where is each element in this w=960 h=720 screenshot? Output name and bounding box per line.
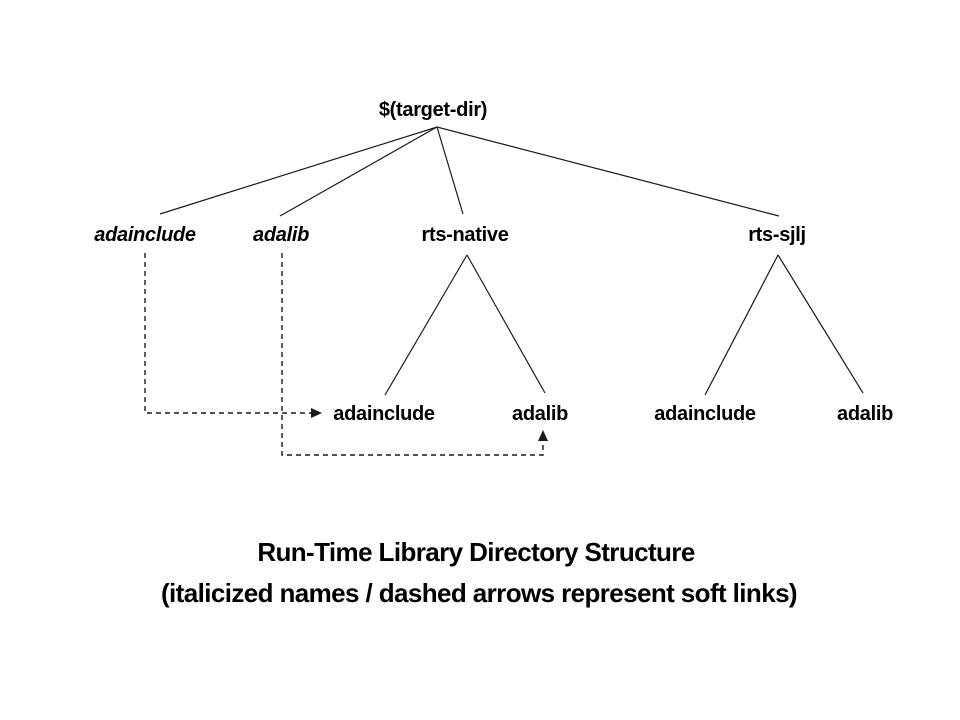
caption-title: Run-Time Library Directory Structure: [257, 537, 695, 567]
node-target-dir: $(target-dir): [378, 99, 488, 121]
node-rtssjlj-adalib: adalib: [837, 403, 893, 425]
edge-rtsnative-adalib: [466, 254, 546, 394]
node-adalib-softlink: adalib: [253, 224, 309, 246]
node-rts-native: rts-native: [421, 224, 509, 246]
node-rtsnative-adalib: adalib: [512, 403, 568, 425]
node-rtsnative-adainclude: adainclude: [333, 403, 435, 425]
node-rtssjlj-adainclude: adainclude: [654, 403, 756, 425]
soft-link-arrows: [144, 253, 544, 456]
edge-rtssjlj-adainclude: [704, 254, 779, 396]
soft-link-arrow-adalib: [281, 253, 544, 456]
edge-root-adalib: [279, 126, 438, 217]
rts-sjlj-edges: [704, 254, 864, 396]
edge-rtsnative-adainclude: [384, 254, 468, 396]
soft-link-arrow-adainclude: [144, 253, 312, 414]
up-arrowhead-icon: [538, 430, 548, 441]
rts-native-edges: [384, 254, 546, 396]
node-adainclude-softlink: adainclude: [94, 224, 196, 246]
node-rts-sjlj: rts-sjlj: [748, 224, 806, 246]
root-edges: [159, 126, 780, 217]
caption-subtitle: (italicized names / dashed arrows repres…: [161, 578, 798, 608]
edge-root-rts-native: [436, 126, 464, 215]
edge-rtssjlj-adalib: [777, 254, 864, 394]
arrowheads: [311, 408, 548, 441]
edge-root-rts-sjlj: [436, 126, 780, 217]
right-arrowhead-icon: [311, 408, 322, 418]
edge-root-adainclude: [159, 126, 438, 215]
